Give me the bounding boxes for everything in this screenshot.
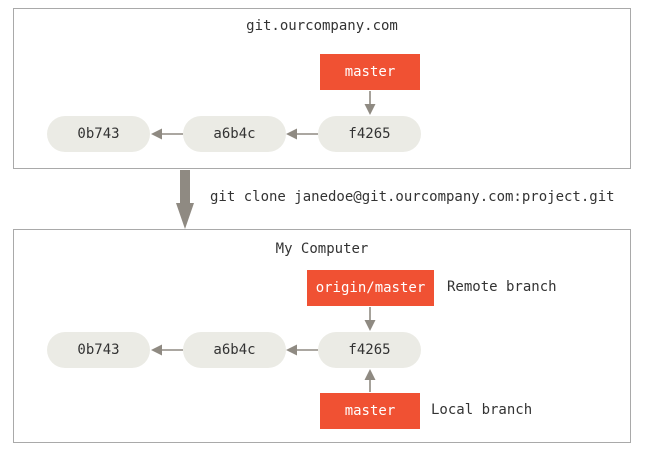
local-computer-title: My Computer xyxy=(275,241,369,257)
remote-commit-0b743: 0b743 xyxy=(47,116,150,152)
remote-master-branch: master xyxy=(320,54,420,90)
origin-master-branch: origin/master xyxy=(307,270,434,306)
local-commit-a6b4c: a6b4c xyxy=(183,332,286,368)
local-commit-0b743: 0b743 xyxy=(47,332,150,368)
local-master-branch: master xyxy=(320,393,420,429)
local-commit-f4265: f4265 xyxy=(318,332,421,368)
remote-commit-a6b4c: a6b4c xyxy=(183,116,286,152)
remote-server-title: git.ourcompany.com xyxy=(246,18,398,34)
local-branch-label: Local branch xyxy=(431,402,533,418)
remote-branch-label: Remote branch xyxy=(447,279,557,295)
remote-commit-f4265: f4265 xyxy=(318,116,421,152)
clone-command: git clone janedoe@git.ourcompany.com:pro… xyxy=(210,189,615,205)
clone-arrow xyxy=(176,170,194,229)
